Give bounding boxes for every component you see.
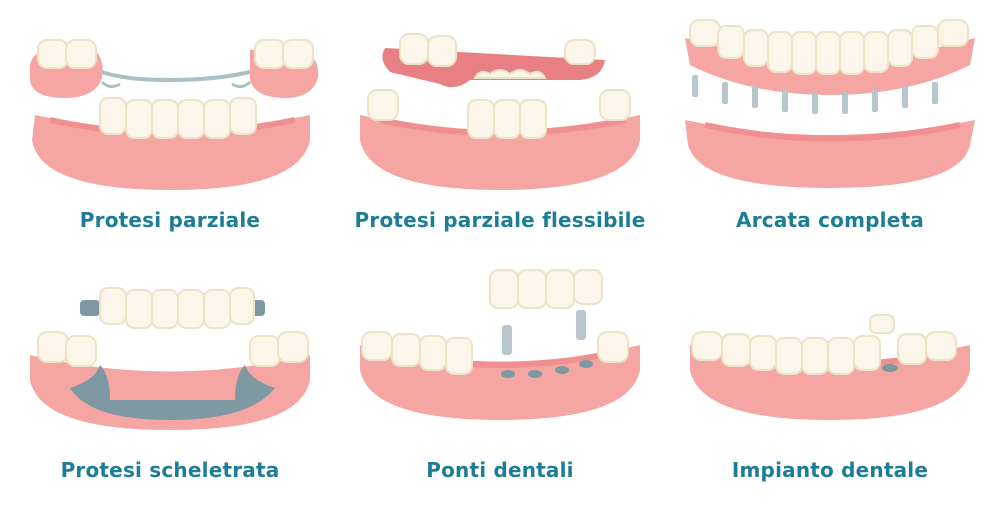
label-partial-denture: Protesi parziale xyxy=(79,208,261,232)
flexible-partial-denture-icon xyxy=(360,33,640,190)
cell-flexible-partial-denture: Protesi parziale flessibile xyxy=(340,20,660,270)
label-flexible-partial-denture: Protesi parziale flessibile xyxy=(354,208,646,232)
bridge-teeth xyxy=(489,269,603,309)
lower-teeth xyxy=(691,331,957,375)
cell-full-arch: Arcata completa xyxy=(670,19,990,270)
upper-skeletal-teeth xyxy=(99,287,255,329)
cell-dental-bridge: Ponti dentali xyxy=(340,269,660,520)
label-dental-implant: Impianto dentale xyxy=(731,458,929,482)
label-full-arch: Arcata completa xyxy=(736,208,924,232)
upper-full-teeth xyxy=(689,19,969,75)
cell-skeletal-denture: Protesi scheletrata xyxy=(10,270,330,520)
upper-partial-teeth xyxy=(37,39,314,69)
implant-screws xyxy=(502,310,586,355)
implant-crown xyxy=(869,314,895,334)
full-arch-icon xyxy=(685,19,975,188)
lower-teeth xyxy=(367,89,631,139)
cell-dental-implant: Impianto dentale xyxy=(670,270,990,520)
lower-teeth xyxy=(361,331,629,375)
cell-partial-denture: Protesi parziale xyxy=(10,20,330,270)
dental-bridge-icon xyxy=(360,269,640,420)
implant-screws xyxy=(692,75,938,114)
upper-flexible-teeth xyxy=(399,33,596,79)
partial-denture-icon xyxy=(30,39,319,190)
label-skeletal-denture: Protesi scheletrata xyxy=(60,458,280,482)
lower-teeth xyxy=(99,97,257,139)
label-dental-bridge: Ponti dentali xyxy=(426,458,574,482)
skeletal-denture-icon xyxy=(30,287,310,430)
implant-post xyxy=(882,364,898,372)
abutments xyxy=(501,360,593,378)
dental-implant-icon xyxy=(690,314,970,420)
lower-teeth xyxy=(37,331,309,367)
